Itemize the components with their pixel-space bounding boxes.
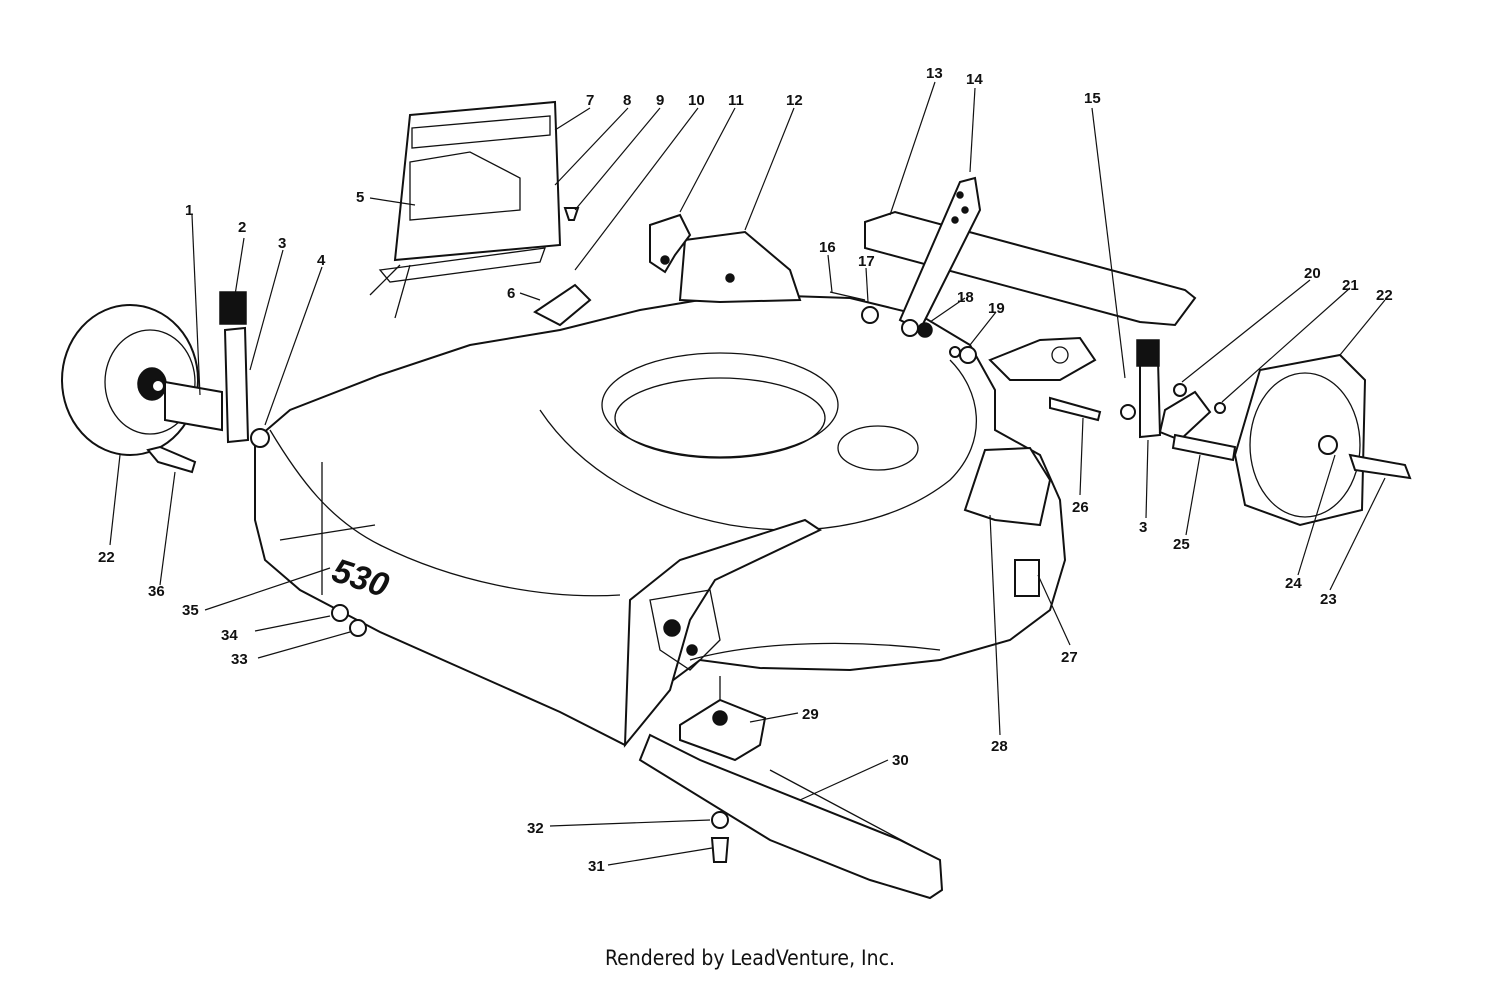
- callout-18: 18: [957, 289, 974, 306]
- callout-22-left: 22: [98, 549, 115, 566]
- callouts: 1 2 3 4 5 6 7 8 9 10 11 12 13 14 15 16 1…: [98, 65, 1393, 875]
- callout-19: 19: [988, 300, 1005, 317]
- leader-lines: [109, 81, 1386, 866]
- callout-20: 20: [1304, 265, 1321, 282]
- callout-7: 7: [586, 92, 594, 109]
- screw-9: [563, 207, 580, 221]
- left-wheel: [61, 291, 270, 474]
- callout-28: 28: [991, 738, 1008, 755]
- blade-assembly: [638, 676, 944, 900]
- hinge-rod: [533, 283, 592, 327]
- callout-8: 8: [623, 92, 631, 109]
- callout-9: 9: [656, 92, 664, 109]
- callout-6: 6: [507, 285, 515, 302]
- callout-16: 16: [819, 239, 836, 256]
- right-wheel: [1049, 339, 1412, 527]
- deck-housing: 530: [254, 293, 1067, 747]
- callout-3: 3: [278, 235, 286, 252]
- callout-22-right: 22: [1376, 287, 1393, 304]
- hinge-bracket: [649, 213, 692, 274]
- callout-15: 15: [1084, 90, 1101, 107]
- callout-5: 5: [356, 189, 364, 206]
- callout-1: 1: [185, 202, 193, 219]
- callout-23: 23: [1320, 591, 1337, 608]
- callout-30: 30: [892, 752, 909, 769]
- callout-4: 4: [317, 252, 326, 269]
- footer-credit: Rendered by LeadVenture, Inc.: [605, 946, 895, 970]
- callout-21: 21: [1342, 277, 1359, 294]
- callout-11: 11: [728, 92, 744, 109]
- callout-34: 34: [221, 627, 238, 644]
- callout-33: 33: [231, 651, 248, 668]
- callout-35: 35: [182, 602, 199, 619]
- callout-36: 36: [148, 583, 165, 600]
- callout-29: 29: [802, 706, 819, 723]
- callout-27: 27: [1061, 649, 1078, 666]
- callout-13: 13: [926, 65, 943, 82]
- callout-10: 10: [688, 92, 705, 109]
- nut-33: [349, 619, 367, 637]
- callout-2: 2: [238, 219, 246, 236]
- rear-axle-hardware: [829, 291, 1097, 381]
- deck-side-plate: [623, 518, 823, 748]
- rear-flap: [864, 176, 1197, 338]
- callout-3-right: 3: [1139, 519, 1147, 536]
- callout-12: 12: [786, 92, 803, 109]
- callout-17: 17: [858, 253, 875, 270]
- callout-25: 25: [1173, 536, 1190, 553]
- callout-31: 31: [588, 858, 605, 875]
- callout-26: 26: [1072, 499, 1089, 516]
- discharge-chute: [369, 100, 562, 319]
- rear-bracket: [678, 230, 802, 304]
- callout-24: 24: [1285, 575, 1302, 592]
- callout-32: 32: [527, 820, 544, 837]
- washer-34: [331, 604, 349, 622]
- callout-14: 14: [966, 71, 983, 88]
